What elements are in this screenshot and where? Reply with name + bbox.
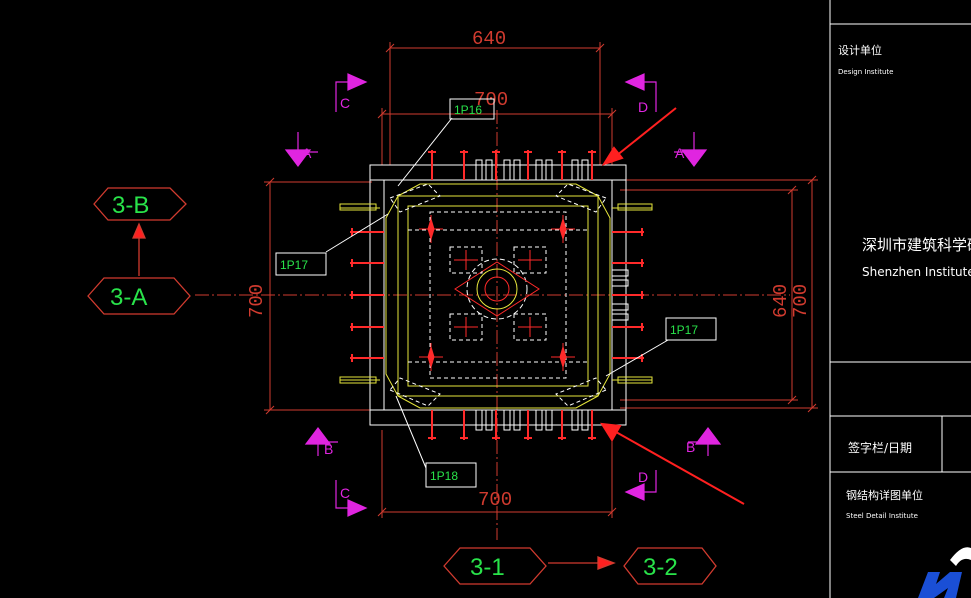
dimension-lines bbox=[264, 42, 818, 518]
studs-top bbox=[428, 150, 596, 180]
section-label-c-top: C bbox=[340, 95, 350, 111]
part-tag-right: 1P17 bbox=[670, 323, 698, 337]
part-tag-box-bottom bbox=[425, 462, 477, 488]
part-tag-box-right bbox=[665, 317, 717, 341]
part-tag-top: 1P16 bbox=[454, 103, 482, 117]
part-tag-box-top bbox=[449, 98, 495, 120]
view-arrows bbox=[132, 222, 616, 570]
logo-fragment bbox=[918, 547, 971, 598]
studs-left bbox=[350, 228, 384, 362]
central-column bbox=[449, 246, 547, 341]
section-label-d-bottom: D bbox=[638, 469, 648, 485]
steel-unit-cn: 钢结构详图单位 bbox=[846, 488, 923, 502]
view-label-3b: 3-B bbox=[112, 192, 149, 219]
part-tag-box-left bbox=[275, 252, 327, 276]
callout-arrows bbox=[600, 107, 745, 505]
dim-right-inner: 640 bbox=[770, 284, 792, 318]
title-block bbox=[829, 0, 971, 598]
section-label-b-right: B bbox=[686, 439, 695, 455]
view-label-3a: 3-A bbox=[110, 284, 147, 311]
studs-bottom-white bbox=[475, 409, 589, 431]
part-tag-left: 1P17 bbox=[280, 258, 308, 272]
studs-right-white bbox=[611, 269, 629, 321]
dim-left: 700 bbox=[246, 284, 268, 318]
view-label-3-1: 3-1 bbox=[470, 554, 505, 581]
section-label-b-left: B bbox=[324, 441, 333, 457]
design-unit-cn: 设计单位 bbox=[838, 43, 882, 57]
view-label-3-2: 3-2 bbox=[643, 554, 678, 581]
institute-cn: 深圳市建筑科学研究院 bbox=[862, 236, 971, 254]
part-tag-leaders bbox=[325, 117, 669, 469]
design-unit-en: Design Institute bbox=[838, 68, 893, 76]
institute-en: Shenzhen Institute bbox=[862, 265, 971, 279]
dim-right-outer: 700 bbox=[790, 284, 812, 318]
section-label-a-left: A bbox=[302, 145, 312, 161]
studs-right bbox=[612, 228, 644, 362]
section-label-d-top: D bbox=[638, 99, 648, 115]
dim-bottom: 700 bbox=[478, 489, 512, 511]
center-lines bbox=[195, 110, 790, 540]
view-hexagons bbox=[87, 187, 717, 585]
anchor-bolts bbox=[419, 215, 575, 371]
steel-unit-en: Steel Detail Institute bbox=[846, 512, 918, 520]
dim-top-inner: 700 bbox=[474, 89, 508, 111]
section-label-c-bottom: C bbox=[340, 485, 350, 501]
part-tag-bottom: 1P18 bbox=[430, 469, 458, 483]
corner-stiffeners bbox=[389, 183, 607, 407]
section-label-a-right: A bbox=[675, 145, 685, 161]
sign-date-cn: 签字栏/日期 bbox=[848, 440, 912, 455]
dim-top-outer: 640 bbox=[472, 28, 506, 50]
studs-top-white bbox=[475, 159, 589, 181]
section-markers bbox=[284, 73, 722, 517]
studs-bottom bbox=[428, 410, 596, 440]
